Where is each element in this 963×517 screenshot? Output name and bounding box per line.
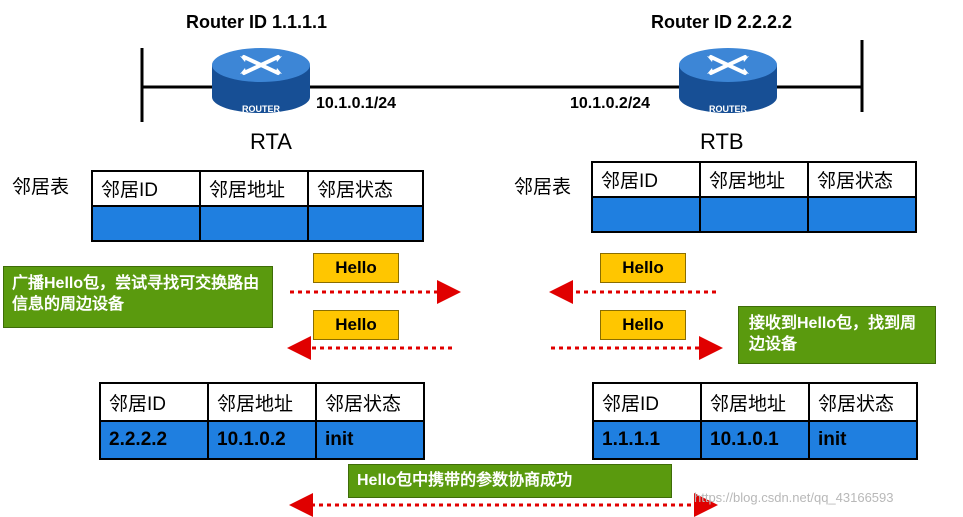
- hello-packet-reply-rta: Hello: [313, 310, 399, 340]
- rta-router-id: Router ID 1.1.1.1: [186, 12, 328, 32]
- negotiate-note: Hello包中携带的参数协商成功: [348, 464, 672, 498]
- cell-neighbor-id: 1.1.1.1: [592, 420, 702, 460]
- router-badge-rtb: ROUTER: [709, 104, 748, 114]
- header-neighbor-address: 邻居地址: [699, 161, 809, 198]
- header-neighbor-id: 邻居ID: [591, 161, 701, 198]
- rta-interface-ip: 10.1.0.1/24: [316, 95, 397, 112]
- router-rtb-icon: ROUTER: [679, 48, 777, 114]
- hello-packet-rtb: Hello: [600, 253, 686, 283]
- header-neighbor-state: 邻居状态: [315, 382, 425, 422]
- cell-neighbor-address: 10.1.0.2: [207, 420, 317, 460]
- header-neighbor-address: 邻居地址: [207, 382, 317, 422]
- header-neighbor-address: 邻居地址: [700, 382, 810, 422]
- rtb-neighbor-table-empty: 邻居ID 邻居地址 邻居状态: [591, 161, 917, 233]
- rtb-name: RTB: [700, 129, 744, 154]
- header-neighbor-state: 邻居状态: [808, 382, 918, 422]
- cell-neighbor-id: [591, 196, 701, 233]
- cell-neighbor-address: [199, 205, 309, 242]
- watermark: https://blog.csdn.net/qq_43166593: [694, 490, 894, 505]
- rtb-interface-ip: 10.1.0.2/24: [570, 95, 651, 112]
- header-neighbor-address: 邻居地址: [199, 170, 309, 207]
- received-note: 接收到Hello包，找到周边设备: [738, 306, 936, 364]
- header-neighbor-id: 邻居ID: [592, 382, 702, 422]
- rta-neighbor-table-empty: 邻居ID 邻居地址 邻居状态: [91, 170, 424, 242]
- cell-neighbor-address: 10.1.0.1: [700, 420, 810, 460]
- cell-neighbor-address: [699, 196, 809, 233]
- header-neighbor-state: 邻居状态: [307, 170, 424, 207]
- rtb-neighbor-table-result: 邻居ID 邻居地址 邻居状态 1.1.1.1 10.1.0.1 init: [592, 382, 918, 460]
- cell-neighbor-state: init: [808, 420, 918, 460]
- hello-packet-reply-rtb: Hello: [600, 310, 686, 340]
- header-neighbor-id: 邻居ID: [91, 170, 201, 207]
- rta-neighbor-table-result: 邻居ID 邻居地址 邻居状态 2.2.2.2 10.1.0.2 init: [99, 382, 425, 460]
- cell-neighbor-state: [807, 196, 917, 233]
- broadcast-note: 广播Hello包，尝试寻找可交换路由信息的周边设备: [3, 266, 273, 328]
- cell-neighbor-state: init: [315, 420, 425, 460]
- router-badge-rta: ROUTER: [242, 104, 281, 114]
- header-neighbor-id: 邻居ID: [99, 382, 209, 422]
- rtb-neighbor-table-label: 邻居表: [514, 177, 572, 198]
- cell-neighbor-id: [91, 205, 201, 242]
- rta-neighbor-table-label: 邻居表: [12, 177, 70, 198]
- hello-packet-rta: Hello: [313, 253, 399, 283]
- cell-neighbor-id: 2.2.2.2: [99, 420, 209, 460]
- cell-neighbor-state: [307, 205, 424, 242]
- rtb-router-id: Router ID 2.2.2.2: [651, 12, 793, 32]
- router-rta-icon: ROUTER: [212, 48, 310, 114]
- rta-name: RTA: [250, 129, 292, 154]
- header-neighbor-state: 邻居状态: [807, 161, 917, 198]
